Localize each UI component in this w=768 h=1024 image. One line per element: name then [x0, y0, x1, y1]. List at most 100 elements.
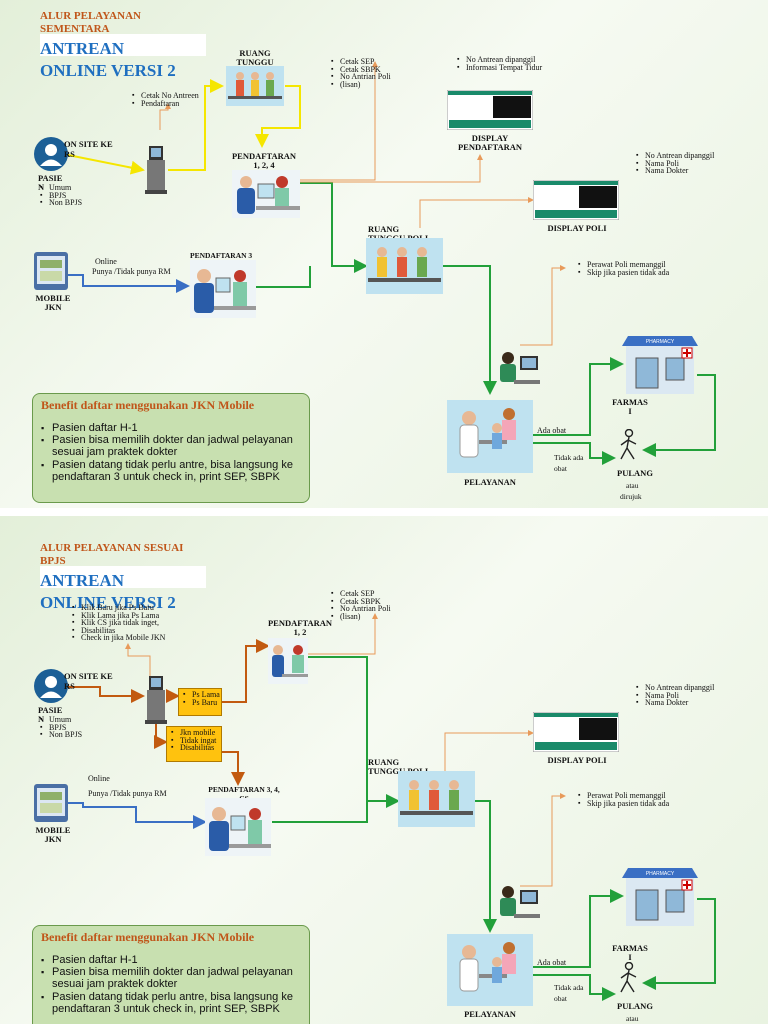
benefit-list: Pasien daftar H-1 Pasien bisa memilih do…: [41, 422, 301, 483]
registration-notes: Cetak SEP Cetak SBPK No Antrian Poli (li…: [331, 58, 391, 88]
slide2-connectors: [68, 613, 716, 1001]
option-item: Ps Lama: [183, 691, 220, 699]
mobile-jkn-icon: [34, 252, 68, 290]
nurse-notes: Perawat Poli memanggil Skip jika pasien …: [578, 261, 669, 276]
nurse-computer-image: [500, 886, 540, 918]
service-image: [447, 400, 533, 473]
patient-types-list: Umum BPJS Non BPJS: [40, 184, 82, 207]
registration-note: (lisan): [331, 612, 391, 621]
option-list: Ps Lama Ps Baru: [183, 691, 220, 706]
pharmacy-label: FARMAS I: [612, 943, 648, 962]
benefit-item: Pasien bisa memilih dokter dan jadwal pe…: [41, 434, 301, 458]
header-subtitle-line1: ALUR PELAYANAN: [40, 10, 141, 22]
online-label: Online: [88, 774, 110, 783]
slide-2: ALUR PELAYANAN SESUAI BPJS ANTREAN ONLIN…: [0, 516, 768, 1024]
benefit-item: Pasien daftar H-1: [41, 954, 301, 966]
registration-note: (lisan): [331, 80, 391, 89]
pharmacy-label: FARMAS I: [612, 397, 648, 416]
mobile-jkn-icon: [34, 784, 68, 822]
display-poli-note: Nama Poli: [636, 691, 714, 700]
registration3-desk-image: [205, 798, 271, 856]
title-line1: ANTREAN: [40, 39, 125, 58]
title-line1: ANTREAN: [40, 571, 125, 590]
mobile-jkn-label: MOBILE JKN: [35, 825, 71, 844]
waiting-room-image: [226, 66, 284, 106]
slide-separator: [0, 508, 768, 516]
title-line2: ONLINE VERSI 2: [40, 61, 176, 80]
walking-person-icon: [620, 962, 637, 993]
display-poli-screen: [533, 712, 619, 752]
registration3-desk-image: [190, 260, 256, 318]
patient-type: BPJS: [40, 723, 82, 732]
service-label: PELAYANAN: [464, 1009, 516, 1019]
title-box: [40, 34, 206, 56]
benefit-item: Pasien daftar H-1: [41, 422, 301, 434]
benefit-item: Pasien bisa memilih dokter dan jadwal pe…: [41, 966, 301, 990]
option-item: Jkn mobile: [171, 729, 216, 737]
display-reg-note: Informasi Tempat Tidur: [457, 63, 542, 72]
tidak-ada-obat-label: Tidak ada obat: [554, 983, 584, 1003]
patient-type: Non BPJS: [40, 731, 82, 739]
service-image: [447, 934, 533, 1006]
registration-label: PENDAFTARAN 1, 2, 4: [231, 151, 297, 170]
home-label: PULANG: [617, 1001, 653, 1011]
benefit-box: Benefit daftar menggunakan JKN Mobile Pa…: [32, 925, 310, 1024]
option-item: Ps Baru: [183, 698, 220, 707]
benefit-title: Benefit daftar menggunakan JKN Mobile: [41, 930, 255, 944]
kiosk-note: Check in jika Mobile JKN: [72, 634, 165, 642]
kiosk-notes: Cetak No Antreen Pendaftaran: [132, 92, 199, 107]
patient-type: BPJS: [40, 191, 82, 200]
header-subtitle-line1: ALUR PELAYANAN SESUAI: [40, 542, 184, 554]
pharmacy-sign-text: PHARMACY: [646, 339, 675, 345]
registration-note: Cetak SBPK: [331, 65, 391, 74]
benefit-list: Pasien daftar H-1 Pasien bisa memilih do…: [41, 954, 301, 1015]
kiosk-note: Klik Lama jika Ps Lama: [72, 611, 165, 620]
option-box-special: Jkn mobile Tidak ingat Disabilitas: [166, 726, 222, 762]
mobile-jkn-label: MOBILE JKN: [35, 293, 71, 312]
kiosk-note: Pendaftaran: [132, 99, 199, 108]
service-label: PELAYANAN: [464, 477, 516, 487]
display-reg-notes: No Antrean dipanggil Informasi Tempat Ti…: [457, 56, 542, 71]
poli-waiting-image: [366, 238, 443, 294]
patient-type: Umum: [40, 184, 82, 192]
kiosk-note: Cetak No Antreen: [132, 92, 199, 100]
kiosk-notes: Klik Baru jika Ps Baru Klik Lama jika Ps…: [72, 604, 165, 642]
header-subtitle-line2: SEMENTARA: [40, 23, 110, 35]
registration-note: Cetak SEP: [331, 590, 391, 598]
pharmacy-building-image: PHARMACY: [622, 336, 698, 394]
display-poli-notes: No Antrean dipanggil Nama Poli Nama Dokt…: [636, 684, 714, 707]
pharmacy-building-image: PHARMACY: [622, 868, 698, 926]
option-box-patient-status: Ps Lama Ps Baru: [178, 688, 222, 716]
online-rm-label: Punya /Tidak punya RM: [92, 267, 171, 276]
benefit-item: Pasien datang tidak perlu antre, bisa la…: [41, 459, 301, 483]
benefit-box: Benefit daftar menggunakan JKN Mobile Pa…: [32, 393, 310, 503]
pharmacy-sign-text: PHARMACY: [646, 871, 675, 877]
registration-desk-image: [268, 638, 308, 684]
display-poli-notes: No Antrean dipanggil Nama Poli Nama Dokt…: [636, 152, 714, 175]
registration-desk-image: [232, 170, 300, 218]
registration3-label: PENDAFTARAN 3: [190, 251, 253, 260]
header-subtitle-line2: BPJS: [40, 555, 66, 567]
atau-label: atau: [626, 481, 639, 490]
ada-obat-label: Ada obat: [537, 426, 567, 435]
display-poli-screen: [533, 180, 619, 220]
atau-label: atau: [626, 1014, 639, 1023]
slide-1: ALUR PELAYANAN SEMENTARA ANTREAN ONLINE …: [0, 0, 768, 508]
kiosk-note: Klik Baru jika Ps Baru: [72, 604, 165, 612]
walking-person-icon: [620, 429, 637, 460]
title-box: [40, 566, 206, 588]
registration-note: Cetak SEP: [331, 58, 391, 66]
display-reg-note: No Antrean dipanggil: [457, 56, 542, 64]
onsite-label: ON SITE KE RS: [64, 139, 113, 159]
benefit-title: Benefit daftar menggunakan JKN Mobile: [41, 398, 255, 412]
patient-type: Umum: [40, 716, 82, 724]
display-poli-note: Nama Poli: [636, 159, 714, 168]
kiosk-note: Disabilitas: [72, 626, 165, 635]
kiosk-icon: [145, 146, 167, 194]
online-rm-label: Punya /Tidak punya RM: [88, 789, 167, 798]
display-poli-note: No Antrean dipanggil: [636, 152, 714, 160]
nurse-note: Perawat Poli memanggil: [578, 261, 669, 269]
patient-avatar-icon: [34, 137, 68, 171]
option-item: Tidak ingat: [171, 736, 216, 745]
display-poli-note: No Antrean dipanggil: [636, 684, 714, 692]
